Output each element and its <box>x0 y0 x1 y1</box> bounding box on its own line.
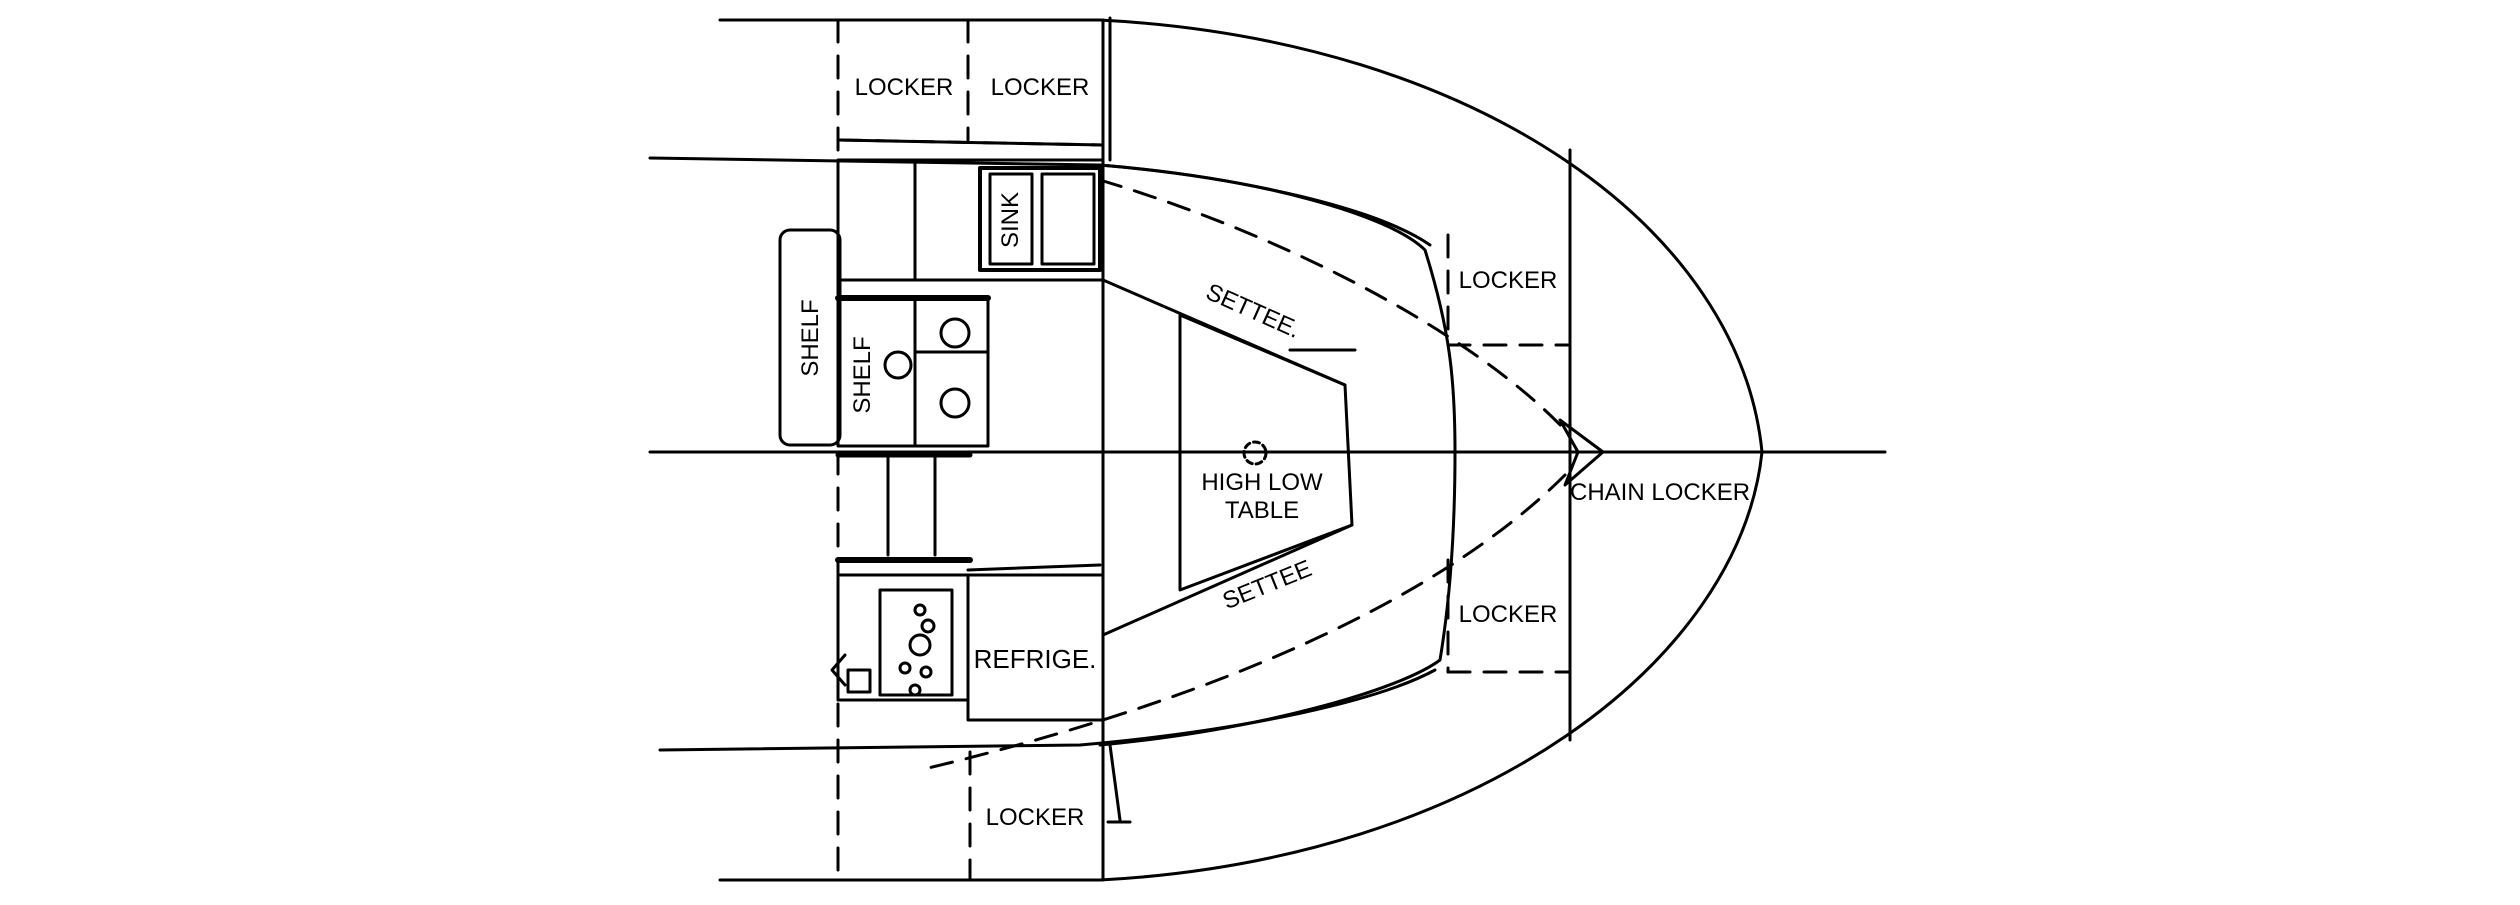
refrigerator-box <box>966 573 1105 722</box>
knob-2 <box>920 618 936 634</box>
panel-block <box>836 573 970 702</box>
shelf-outer <box>778 228 842 447</box>
label-sink: SINK <box>997 192 1024 248</box>
label-table-line2: TABLE <box>1225 497 1299 524</box>
settee-upper-edge <box>1101 278 1347 387</box>
locker-top-divider <box>836 138 1105 147</box>
hull-outer-top <box>718 18 1764 454</box>
burner-1 <box>939 317 971 349</box>
label-table-line1: HIGH LOW <box>1201 469 1323 496</box>
label-locker-bottom: LOCKER <box>986 804 1085 831</box>
knob-3 <box>908 633 932 657</box>
knob-5 <box>919 665 933 679</box>
cabin-trunk <box>1098 163 1457 747</box>
label-chain-locker: CHAIN LOCKER <box>1570 479 1750 506</box>
switch-box <box>846 668 872 694</box>
refrig-top <box>966 563 1102 572</box>
label-locker-top-left: LOCKER <box>855 74 954 101</box>
knob-6 <box>908 683 922 697</box>
label-shelf-inner: SHELF <box>849 336 876 413</box>
stanchion <box>1108 743 1122 822</box>
berth-dash-upper <box>1098 178 1567 432</box>
burner-2 <box>939 387 971 419</box>
hatch-mark <box>830 653 847 687</box>
label-refrigerator: REFRIGE. <box>974 644 1097 674</box>
sink-box <box>978 166 1102 272</box>
label-settee-upper: SETTEE. <box>1202 278 1304 343</box>
label-shelf-outer: SHELF <box>797 299 824 376</box>
table-pedestal <box>1242 440 1268 466</box>
label-locker-lower-bow: LOCKER <box>1459 601 1558 628</box>
label-locker-upper-bow: LOCKER <box>1459 267 1558 294</box>
chain-locker-mark <box>1558 418 1605 487</box>
galley-counter <box>836 158 1105 282</box>
knob-4 <box>898 661 912 675</box>
sink-basin-1 <box>988 172 1034 266</box>
sink-basin-2 <box>1040 172 1096 266</box>
label-locker-top-right: LOCKER <box>991 74 1090 101</box>
settee-lower-edge <box>1101 523 1354 637</box>
burner-3 <box>883 350 913 380</box>
berth-dash-lower <box>918 473 1567 772</box>
hull-outer-bottom <box>718 450 1764 882</box>
knob-1 <box>913 603 927 617</box>
